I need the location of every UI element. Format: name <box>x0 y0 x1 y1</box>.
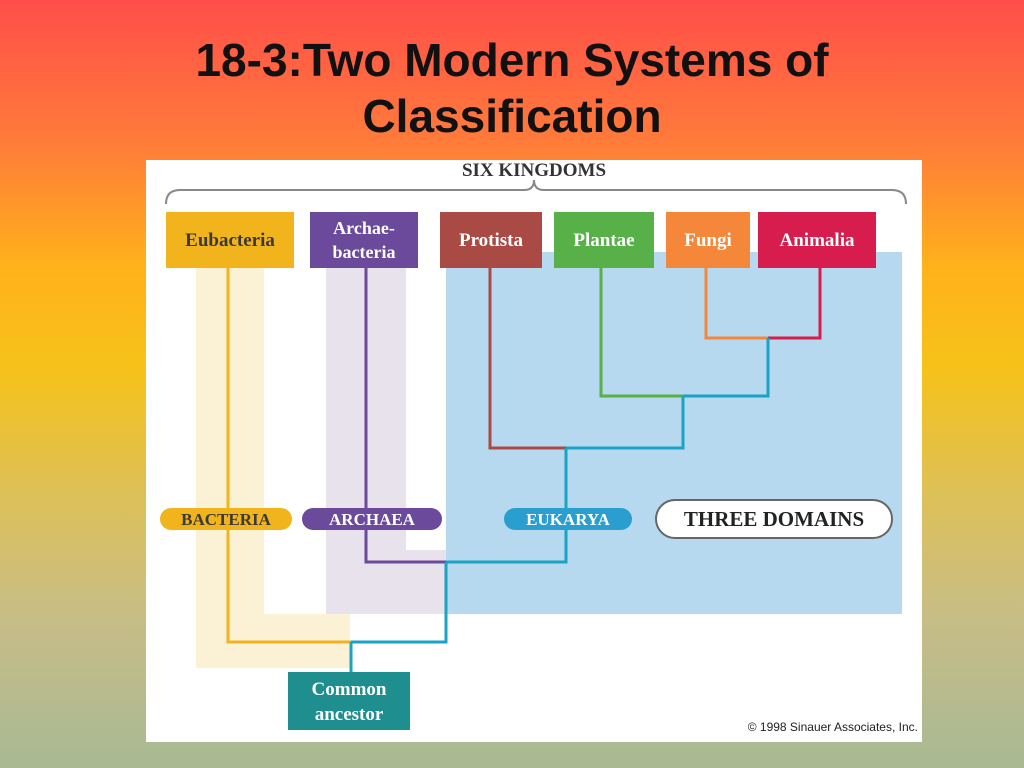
domain-bacteria-pill <box>160 508 292 530</box>
eukarya-region <box>446 252 902 614</box>
kingdom-eubacteria-box <box>166 212 294 268</box>
branch-plantae <box>599 268 683 398</box>
three-domains-pill <box>655 499 893 539</box>
branch-archaea <box>364 268 446 564</box>
branch-fungi-animalia-stem <box>683 338 770 398</box>
slide-title-line1: 18-3:Two Modern Systems of <box>195 34 829 86</box>
kingdom-fungi-box <box>666 212 750 268</box>
domain-bacteria-label: BACTERIA <box>181 510 271 529</box>
common-ancestor-box <box>288 672 410 730</box>
archaea-region-lower <box>326 550 446 614</box>
kingdom-archaebacteria-label-2: bacteria <box>333 242 396 262</box>
kingdom-animalia-box <box>758 212 876 268</box>
branch-archaea-eukarya-stem <box>351 562 448 644</box>
three-domains-label: THREE DOMAINS <box>684 507 864 531</box>
kingdom-archaebacteria-label-1: Archae- <box>333 218 395 238</box>
branch-eukarya-stem <box>446 448 568 564</box>
branch-eubacteria <box>226 268 351 644</box>
branch-animalia <box>768 268 822 340</box>
six-kingdoms-brace <box>165 179 907 205</box>
slide-title: 18-3:Two Modern Systems of Classificatio… <box>0 32 1024 144</box>
bacteria-region <box>196 268 264 668</box>
kingdom-boxes: Eubacteria Archae- bacteria Protista Pla… <box>166 212 876 268</box>
diagram-canvas: SIX KINGDOMS Eubacteria <box>160 160 907 730</box>
domain-labels: BACTERIA ARCHAEA EUKARYA THREE DOMAINS <box>160 499 893 539</box>
domain-eukarya-label: EUKARYA <box>526 510 611 529</box>
domain-eukarya-pill <box>504 508 632 530</box>
domain-archaea-label: ARCHAEA <box>329 510 416 529</box>
kingdom-archaebacteria-box <box>310 212 418 268</box>
kingdom-animalia-label: Animalia <box>780 230 855 251</box>
kingdom-fungi-label: Fungi <box>684 230 732 251</box>
copyright-text: © 1998 Sinauer Associates, Inc. <box>747 720 918 734</box>
branch-fungi <box>704 268 768 340</box>
kingdom-plantae-label: Plantae <box>573 230 634 251</box>
domain-archaea-pill <box>302 508 442 530</box>
kingdom-eubacteria-label: Eubacteria <box>185 230 275 251</box>
six-kingdoms-label: SIX KINGDOMS <box>462 160 606 181</box>
branch-plants-stem <box>566 396 685 450</box>
slide-title-line2: Classification <box>362 90 662 142</box>
common-ancestor-label-1: Common <box>312 679 387 700</box>
kingdom-protista-box <box>440 212 542 268</box>
branch-protista <box>488 268 566 450</box>
kingdom-plantae-box <box>554 212 654 268</box>
common-ancestor-label-2: ancestor <box>315 704 384 725</box>
kingdom-protista-label: Protista <box>459 230 524 251</box>
classification-diagram: SIX KINGDOMS Eubacteria <box>146 160 922 742</box>
